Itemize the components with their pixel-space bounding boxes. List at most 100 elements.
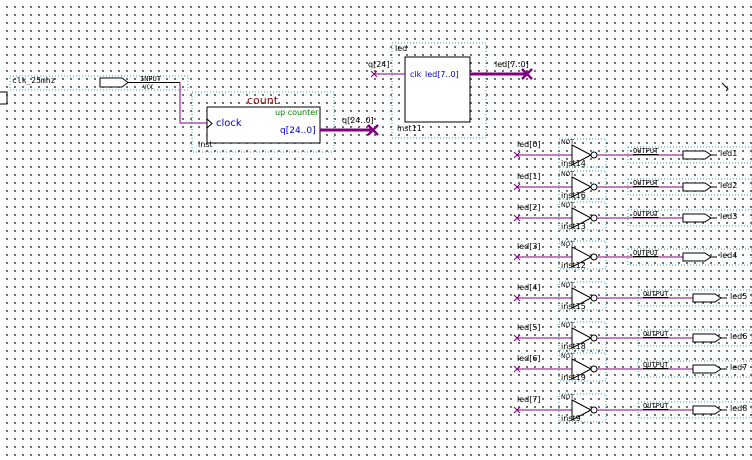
not-gate-bubble [590, 365, 598, 373]
led-block-body [404, 56, 471, 123]
output-pin-name: led7 [730, 363, 748, 372]
inverter-input-label: led[2] [517, 203, 541, 212]
inverter-input-label: led[6] [517, 354, 541, 363]
inverter-instance: inst16 [561, 191, 586, 200]
not-gate-symbol [571, 176, 593, 198]
inverter-frame [558, 201, 607, 231]
inverter-instance: inst14 [561, 159, 586, 168]
not-gate-bubble [590, 294, 598, 302]
input-pin-symbol [99, 77, 129, 88]
led-block-out-label: led[7..0] [495, 60, 529, 69]
output-pin-frame [627, 146, 752, 164]
output-pin-kind: OUTPUT [643, 361, 669, 369]
output-pin-name: led8 [730, 404, 748, 413]
not-gate-symbol [571, 287, 593, 309]
left-edge-stub [0, 91, 8, 105]
counter-output-port: q[24..0] [280, 126, 316, 136]
inverter-instance: inst13 [561, 222, 586, 231]
output-pin-name: led1 [720, 149, 738, 158]
not-gate-label: NOT [561, 282, 574, 289]
inverter-input-label: led[4] [517, 283, 541, 292]
led-block-instance: inst11 [397, 124, 422, 133]
output-pin-kind: OUTPUT [643, 290, 669, 298]
inverter-frame [558, 170, 607, 200]
not-gate-symbol [571, 327, 593, 349]
output-pin-symbol [692, 293, 722, 303]
inverter-instance: inst12 [561, 261, 586, 270]
counter-instance: inst [198, 140, 213, 149]
output-pin-frame [627, 178, 752, 196]
output-pin-name: led5 [730, 292, 748, 301]
led-block-frame [391, 42, 487, 139]
output-pin-name: led2 [720, 181, 738, 190]
output-pin-symbol [682, 252, 712, 262]
inverter-input-label: led[0] [517, 140, 541, 149]
input-pin-name: clk_25mhz [12, 76, 56, 85]
input-pin-kind: INPUT [140, 75, 162, 83]
inverter-input-label: led[3] [517, 242, 541, 251]
output-pin-name: led6 [730, 332, 748, 341]
output-pin-kind: OUTPUT [633, 179, 659, 187]
output-pin-symbol [682, 182, 712, 192]
inverter-frame [558, 281, 607, 311]
bus-end-x [367, 124, 379, 136]
not-gate-bubble [590, 253, 598, 261]
clock-edge-symbol [206, 118, 213, 129]
output-pin-frame [627, 209, 752, 227]
not-gate-bubble [590, 214, 598, 222]
not-gate-label: NOT [561, 139, 574, 146]
clock-wire [179, 82, 207, 124]
not-gate-bubble [590, 183, 598, 191]
not-gate-bubble [590, 151, 598, 159]
not-gate-symbol [571, 144, 593, 166]
not-gate-label: NOT [561, 171, 574, 178]
not-gate-bubble [590, 406, 598, 414]
output-pin-name: led4 [720, 251, 738, 260]
output-pin-frame [627, 248, 752, 266]
not-gate-symbol [571, 358, 593, 380]
not-gate-label: NOT [561, 241, 574, 248]
right-edge-stub [721, 82, 729, 92]
inverter-input-label: led[7] [517, 395, 541, 404]
inverter-frame [558, 240, 607, 270]
led-block-clk-port: clk [410, 70, 422, 79]
inverter-frame [558, 352, 607, 382]
output-pin-kind: OUTPUT [633, 147, 659, 155]
output-pin-symbol [692, 364, 722, 374]
inverter-frame [558, 393, 607, 423]
not-gate-label: NOT [561, 394, 574, 401]
led-bus-end-x [521, 68, 533, 80]
output-pin-symbol [692, 405, 722, 415]
output-pin-kind: OUTPUT [633, 249, 659, 257]
output-pin-kind: OUTPUT [643, 402, 669, 410]
inverter-input-label: led[1] [517, 172, 541, 181]
output-pin-frame [637, 329, 752, 347]
output-pin-frame [637, 289, 752, 307]
input-pin-vcc: VCC [143, 84, 154, 91]
q24-end-x [370, 70, 378, 78]
inverter-instance: inst9 [561, 414, 581, 423]
inverter-input-label: led[5] [517, 323, 541, 332]
inverter-frame [558, 138, 607, 168]
counter-clock-port: clock [216, 118, 242, 129]
not-gate-bubble [590, 334, 598, 342]
output-pin-frame [637, 401, 752, 419]
not-gate-symbol [571, 399, 593, 421]
inverter-instance: inst18 [561, 342, 586, 351]
inverter-frame [558, 321, 607, 351]
not-gate-symbol [571, 246, 593, 268]
counter-type: up counter [275, 108, 319, 117]
output-pin-symbol [682, 150, 712, 160]
led-block-title: led [395, 44, 408, 53]
output-pin-frame [637, 360, 752, 378]
counter-bus-label: q[24..0] [342, 116, 374, 125]
not-gate-label: NOT [561, 202, 574, 209]
not-gate-label: NOT [561, 322, 574, 329]
not-gate-symbol [571, 207, 593, 229]
output-pin-symbol [682, 213, 712, 223]
output-pin-name: led3 [720, 212, 738, 221]
not-gate-label: NOT [561, 353, 574, 360]
led-block-in-label: q[24] [368, 60, 390, 69]
inverter-instance: inst19 [561, 373, 586, 382]
